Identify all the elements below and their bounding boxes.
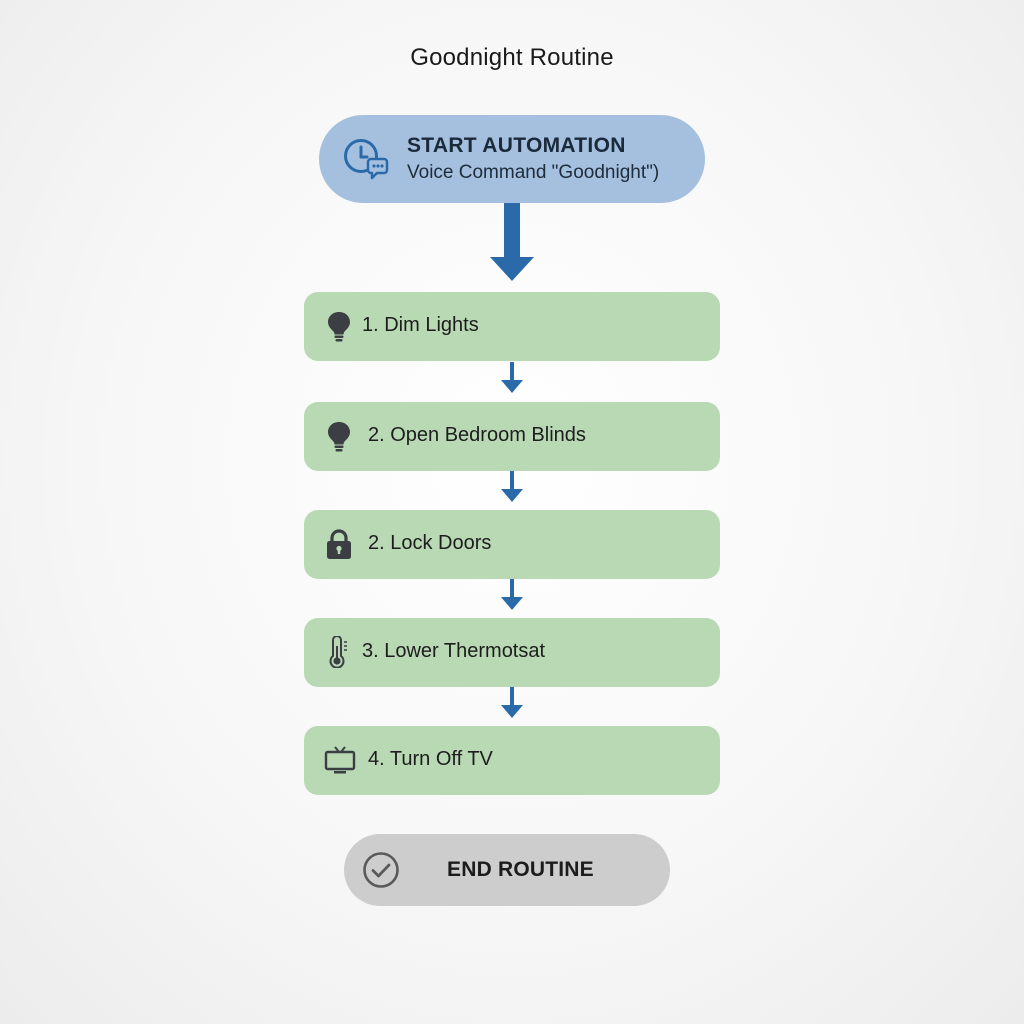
lightbulb-icon bbox=[324, 420, 354, 452]
step-label: 3. Lower Thermotsat bbox=[362, 640, 546, 662]
start-trigger-text: Voice Command "Goodnight") bbox=[407, 162, 660, 183]
start-automation-node[interactable]: START AUTOMATION Voice Command "Goodnigh… bbox=[319, 115, 705, 203]
flow-arrow-start bbox=[490, 203, 534, 281]
step-label: 1. Dim Lights bbox=[362, 314, 479, 336]
lock-icon bbox=[324, 528, 354, 560]
start-heading: START AUTOMATION bbox=[407, 134, 626, 157]
thermometer-icon bbox=[324, 635, 354, 669]
tv-icon bbox=[324, 744, 356, 776]
end-label: END ROUTINE bbox=[447, 858, 594, 881]
step-label: 4. Turn Off TV bbox=[368, 748, 493, 770]
step-dim-lights[interactable]: 1. Dim Lights bbox=[304, 292, 720, 361]
step-turn-off-tv[interactable]: 4. Turn Off TV bbox=[304, 726, 720, 795]
step-label: 2. Lock Doors bbox=[368, 532, 492, 554]
check-circle-icon bbox=[362, 851, 400, 889]
step-open-bedroom-blinds[interactable]: 2. Open Bedroom Blinds bbox=[304, 402, 720, 471]
step-lock-doors[interactable]: 2. Lock Doors bbox=[304, 510, 720, 579]
lightbulb-icon bbox=[324, 310, 354, 342]
clock-chat-icon bbox=[343, 137, 389, 181]
flow-arrow-4 bbox=[501, 687, 523, 718]
flow-arrow-2 bbox=[501, 471, 523, 502]
step-label: 2. Open Bedroom Blinds bbox=[368, 424, 586, 446]
page-title: Goodnight Routine bbox=[410, 44, 614, 71]
step-lower-thermostat[interactable]: 3. Lower Thermotsat bbox=[304, 618, 720, 687]
flow-arrow-3 bbox=[501, 579, 523, 610]
flow-arrow-1 bbox=[501, 362, 523, 393]
end-routine-node[interactable]: END ROUTINE bbox=[344, 834, 670, 906]
